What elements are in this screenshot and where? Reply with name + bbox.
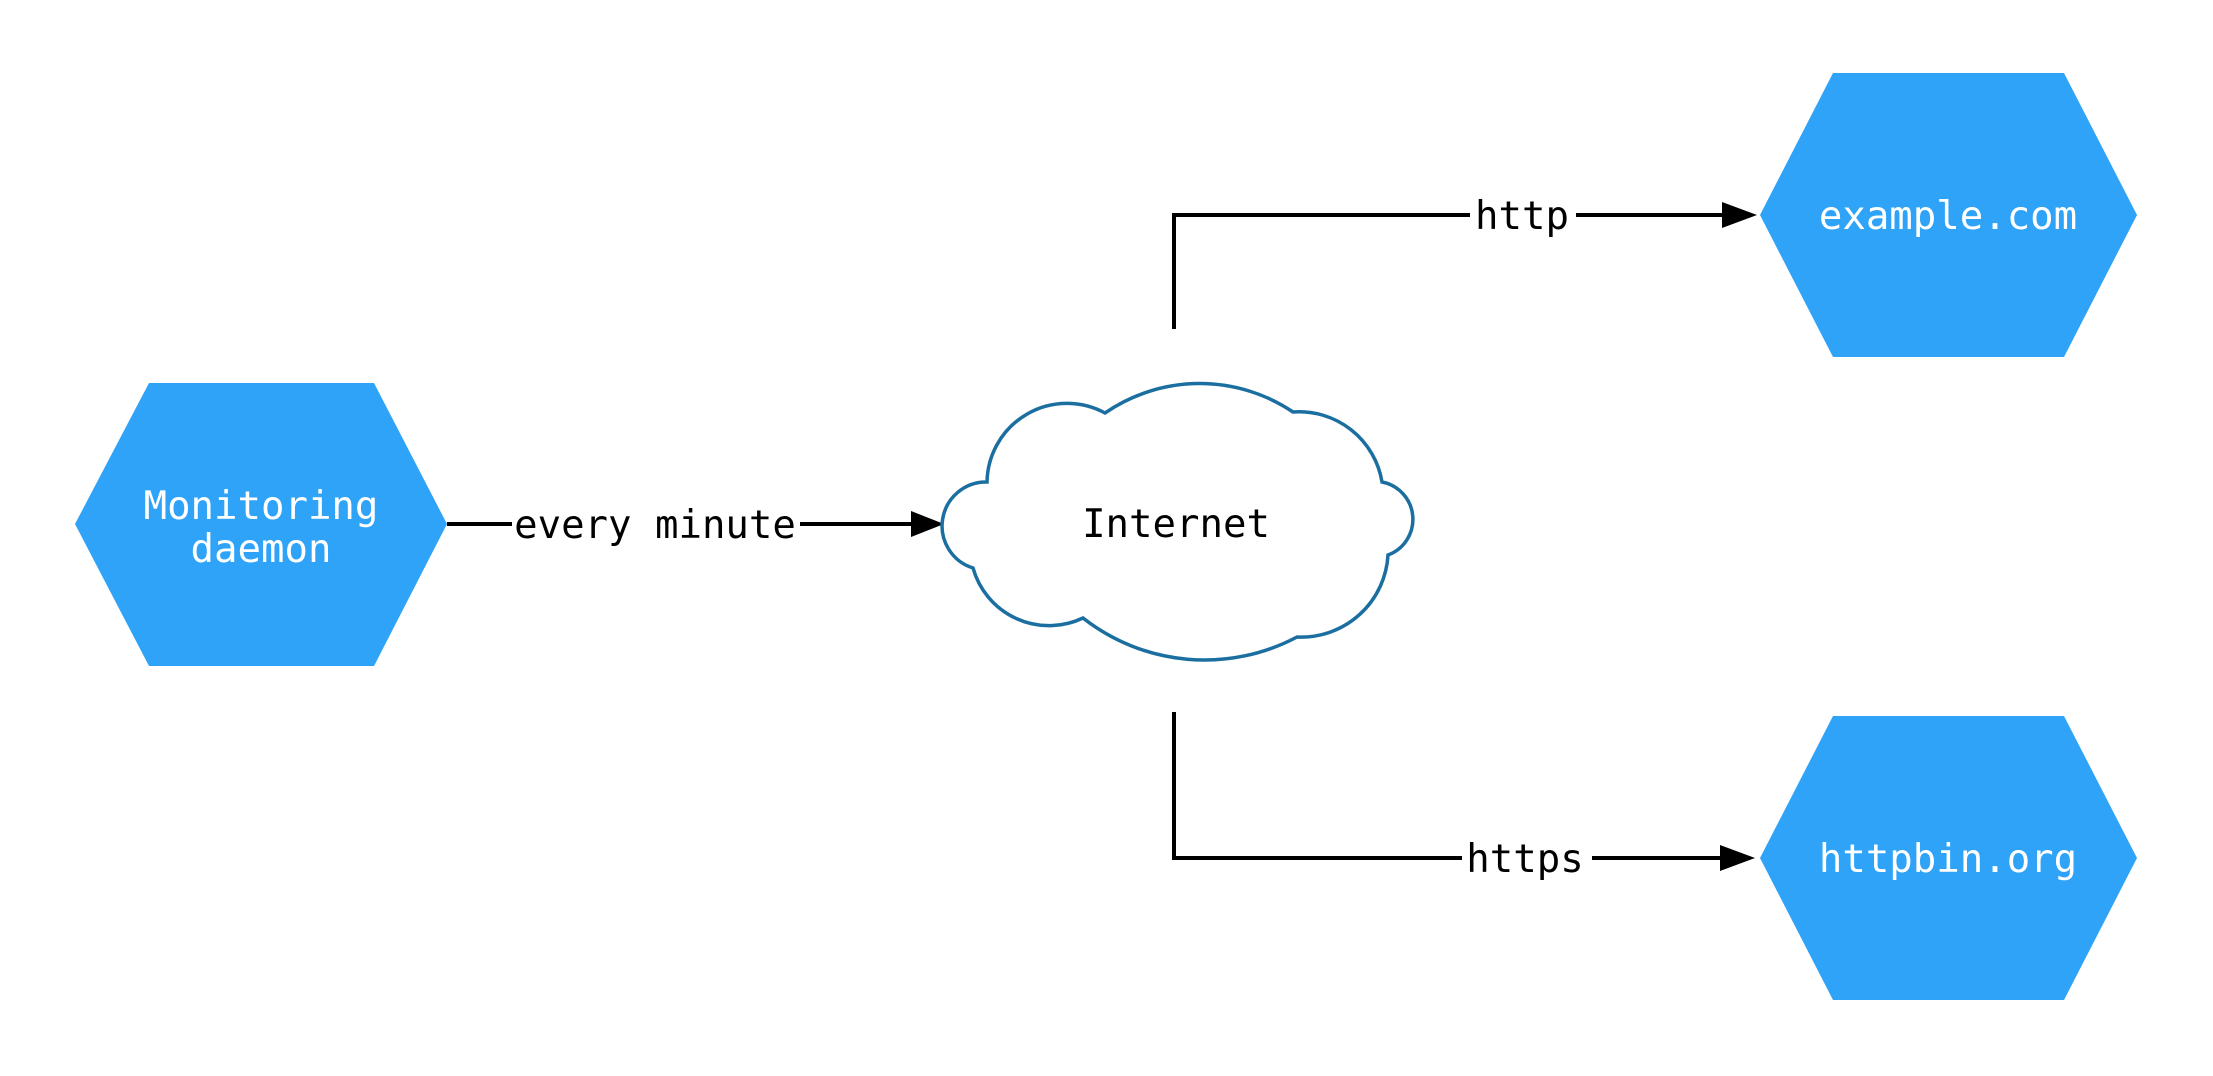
hexagon-shape <box>1760 716 2137 1000</box>
edge-internet-to-example: http <box>1172 194 1757 329</box>
node-label-example-com: example.com <box>1819 194 2077 239</box>
node-label-line2: daemon <box>191 527 332 572</box>
edge-daemon-to-internet: every minute <box>447 503 944 548</box>
node-httpbin-org: httpbin.org <box>1760 716 2137 1000</box>
edge-segment <box>1172 213 1470 329</box>
node-example-com: example.com <box>1760 73 2137 357</box>
arrowhead-icon <box>1720 845 1755 871</box>
node-internet: Internet <box>940 381 1415 662</box>
node-label-line1: Monitoring <box>144 484 379 529</box>
edge-segment <box>1172 712 1462 860</box>
node-label-httpbin-org: httpbin.org <box>1819 837 2077 882</box>
hexagon-shape <box>1760 73 2137 357</box>
edge-label-every-minute: every minute <box>514 503 796 548</box>
edge-internet-to-httpbin: https <box>1172 712 1755 882</box>
arrowhead-icon <box>1722 202 1757 228</box>
node-label-internet: Internet <box>1082 502 1270 547</box>
hexagon-shape <box>75 383 447 666</box>
cloud-shape <box>940 381 1415 662</box>
edge-label-https: https <box>1466 837 1583 882</box>
edge-label-http: http <box>1475 194 1569 239</box>
node-monitoring-daemon: Monitoring daemon <box>75 383 447 666</box>
arrowhead-icon <box>911 511 944 537</box>
